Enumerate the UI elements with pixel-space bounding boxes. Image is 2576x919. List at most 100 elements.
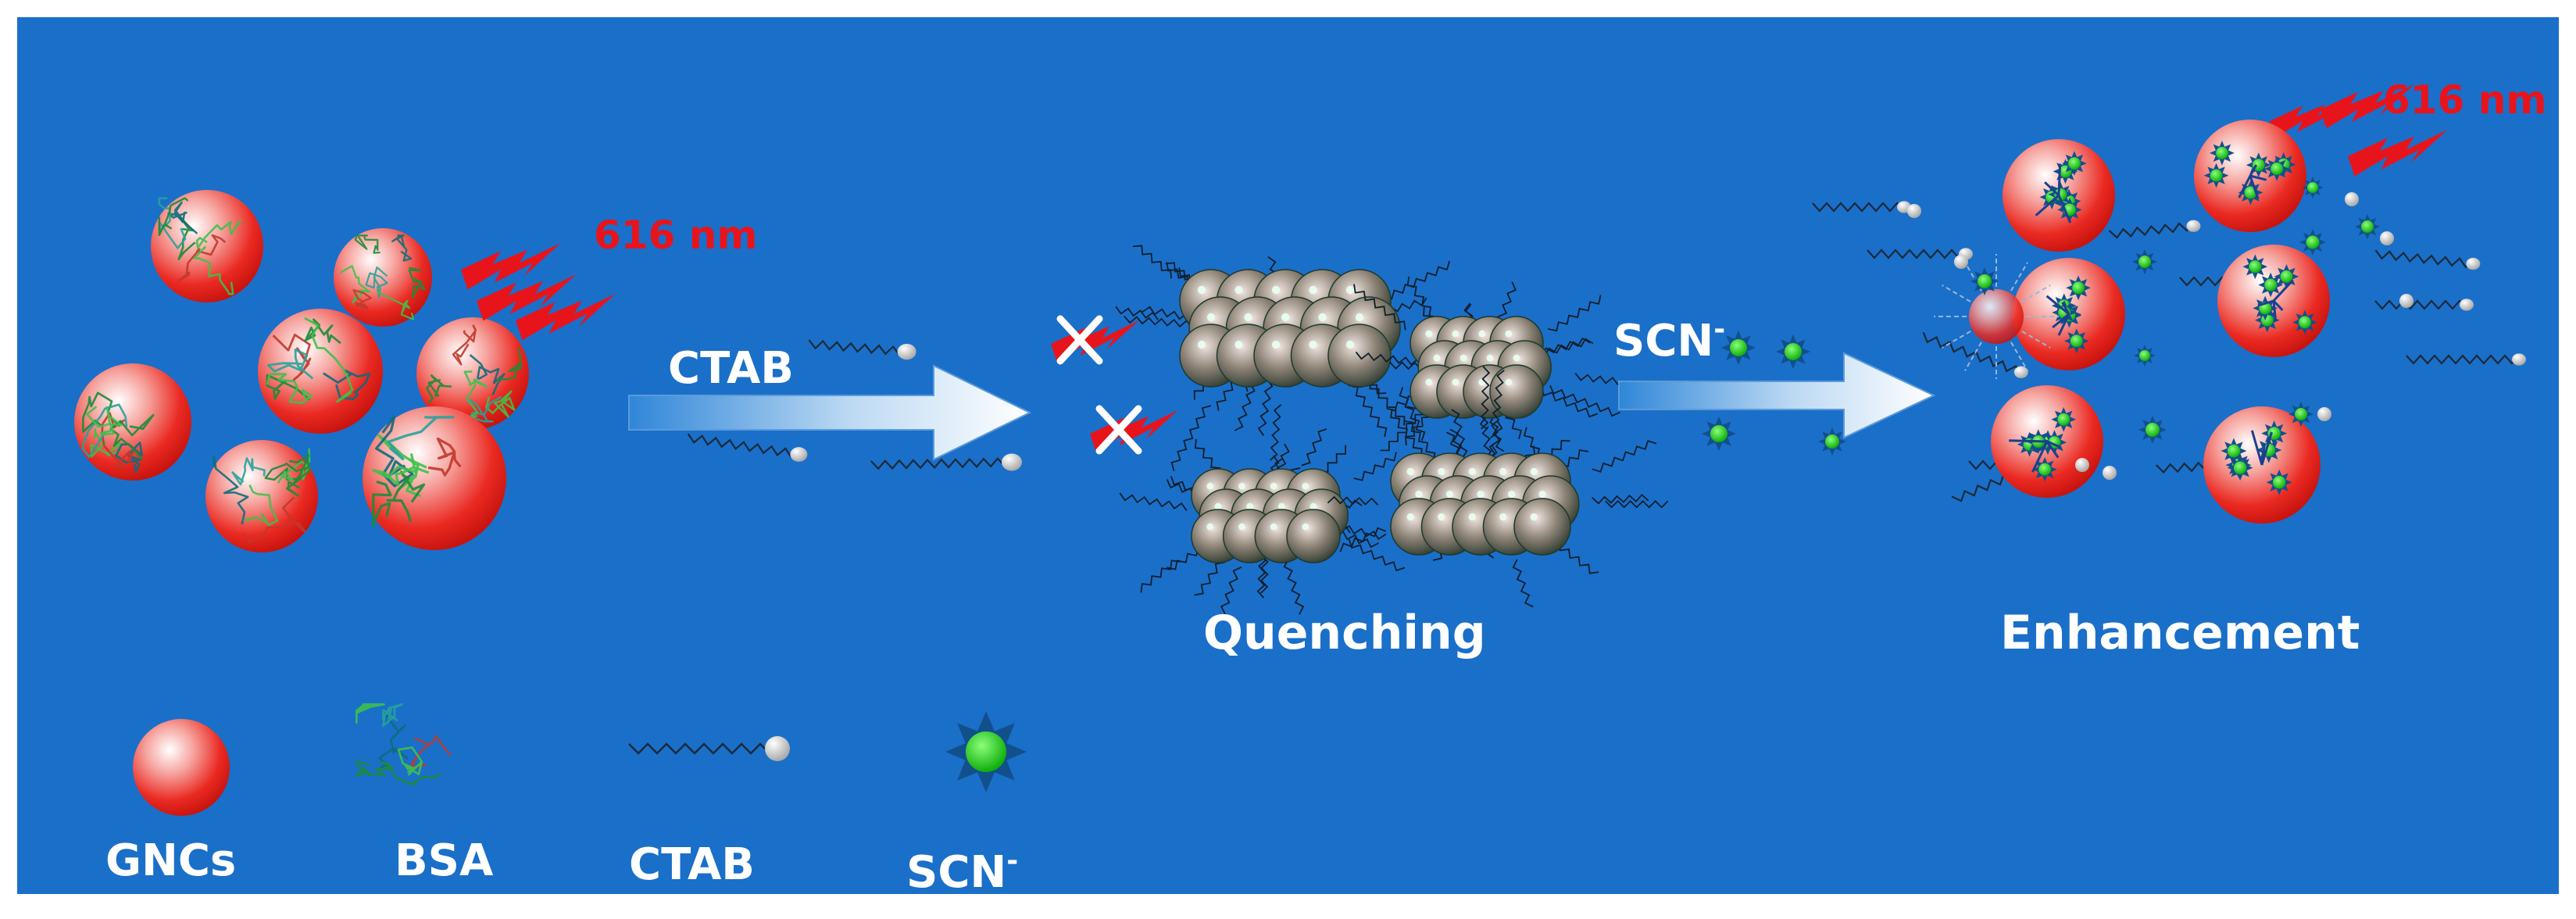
bsa-strand [2249, 175, 2260, 199]
bsa-strand [378, 713, 409, 769]
ctab-head [2013, 366, 2028, 378]
legend-label-gncs: GNCs [105, 835, 236, 886]
scn-arrow [1618, 352, 1936, 439]
scn-star-icon-core [2307, 182, 2318, 193]
surfactant-head-icon [765, 736, 790, 761]
ctab-tail [1605, 499, 1669, 509]
ctab-head [1271, 340, 1281, 349]
ctab-tail [1301, 428, 1327, 467]
bsa-strand [2250, 430, 2263, 466]
ctab-head [1214, 502, 1222, 510]
emission-flashes [461, 84, 2448, 455]
bsa-strand [469, 354, 506, 395]
ctab-tail [1383, 260, 1451, 300]
bsa-strand [2061, 302, 2070, 315]
scn-star-icon-core [2295, 408, 2307, 420]
ctab-tail [1399, 387, 1426, 442]
bsa-strand [2257, 299, 2274, 307]
ctab-tail [1348, 538, 1406, 572]
ctab-head [1197, 340, 1206, 349]
scn-star-icon-core [1825, 434, 1839, 449]
bound-scn-core [2264, 278, 2278, 291]
ctab-tail [1355, 351, 1424, 367]
arrow-label-scn: SCN- [1613, 313, 1725, 367]
ctab-tail [1270, 404, 1282, 461]
ctab-tail [1592, 439, 1657, 473]
bsa-strand [2035, 194, 2060, 216]
ctab-tail [1339, 527, 1387, 552]
bsa-strand [372, 453, 430, 487]
ctab-head [1486, 354, 1494, 362]
ctab-tail [1140, 560, 1181, 593]
process-arrows [628, 352, 1936, 461]
cross-icon [1095, 405, 1142, 455]
ctab-head [1309, 502, 1317, 510]
ctab-head [1197, 285, 1206, 295]
ctab-head [1438, 513, 1445, 521]
ctab-tail [1257, 373, 1275, 437]
bsa-strand [2272, 299, 2284, 311]
emission-flash-icon [516, 294, 616, 341]
bsa-strand [2272, 300, 2278, 321]
ctab-head [2186, 220, 2201, 232]
gnc-sphere [334, 228, 432, 327]
bsa-strand [463, 370, 488, 423]
ctab-head [1246, 502, 1254, 510]
ctab-tail [1548, 295, 1602, 332]
bsa-strand [376, 290, 415, 320]
scn-star-icon-core [2138, 256, 2151, 268]
bsa-strand [2238, 175, 2252, 198]
bsa-strand [354, 234, 381, 254]
bsa-strand [355, 703, 385, 724]
bsa-strand [365, 266, 388, 299]
wavelength-label-right: 616 nm [2383, 77, 2546, 123]
ctab-head [1530, 513, 1538, 521]
ctab-head [2075, 458, 2089, 472]
ray-line [1964, 262, 1982, 291]
ctab-head [2460, 299, 2474, 311]
bound-scn-core [2057, 413, 2070, 426]
bsa-strand [425, 374, 452, 404]
ray-line [2021, 284, 2051, 302]
scn-star-icon-core [1978, 274, 1992, 288]
protein-icon [355, 703, 452, 786]
ctab-head [1318, 313, 1327, 322]
ctab-head [1538, 490, 1546, 499]
ctab-tail [1592, 493, 1649, 505]
bsa-strand [231, 457, 266, 486]
scn-star-icon-core [2306, 235, 2320, 249]
ctab-head [1270, 523, 1277, 531]
ctab-head [2103, 466, 2117, 480]
ctab-head [1507, 490, 1516, 499]
bsa-strand [2009, 439, 2048, 443]
quenching-label: Quenching [1203, 606, 1486, 660]
bound-scn-core [2038, 463, 2052, 476]
enhancement-label: Enhancement [2000, 606, 2360, 660]
bsa-strand [2045, 295, 2070, 316]
bsa-strand [466, 395, 502, 423]
ctab-head [1281, 313, 1290, 322]
ctab-head [1271, 285, 1281, 295]
bound-scn-core [2249, 260, 2262, 274]
gnc-sphere [151, 190, 263, 302]
ctab-tail [1922, 331, 2021, 377]
scn-star-icon-core [1710, 425, 1727, 442]
bsa-strand [381, 703, 403, 728]
ctab-tail [1170, 405, 1212, 472]
ctab-tail [1353, 452, 1397, 481]
bsa-strand [2057, 163, 2062, 196]
ctab-head [2380, 231, 2394, 245]
ctab-head [2466, 257, 2481, 270]
bound-scn-core [2072, 281, 2085, 295]
ctab-head [1345, 340, 1355, 349]
bsa-strand [452, 324, 477, 366]
scn-star-icon-core [1730, 339, 1747, 356]
ctab-head [1445, 490, 1454, 499]
bsa-strand [193, 245, 234, 295]
bsa-strand [284, 454, 311, 485]
bsa-strand [352, 289, 372, 310]
bsa-strand [374, 416, 414, 488]
ctab-head [2399, 294, 2413, 308]
quenched-gnc [1489, 364, 1544, 419]
gnc-sphere [74, 363, 191, 481]
